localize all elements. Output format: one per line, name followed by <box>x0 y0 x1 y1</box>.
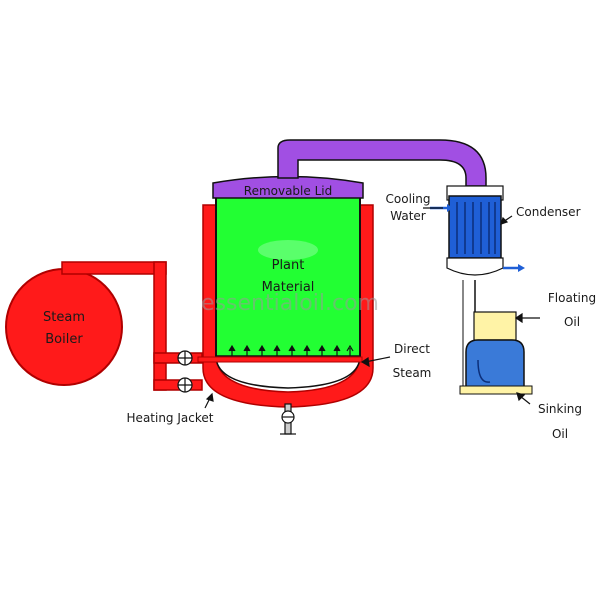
condenser-pointer <box>500 215 513 225</box>
drain-valve-icon <box>280 403 296 435</box>
condenser-label: Condenser <box>516 205 581 219</box>
plant-material-label-2: Material <box>262 280 315 295</box>
heating-jacket-label: Heating Jacket <box>127 411 214 425</box>
steam-arrows <box>228 344 354 357</box>
valve-icon <box>177 350 193 366</box>
heating-jacket-pointer <box>204 392 214 409</box>
removable-lid-label: Removable Lid <box>244 184 332 198</box>
cooling-water-label-1: Cooling <box>386 192 431 206</box>
removable-lid: Removable Lid <box>212 175 364 199</box>
plant-material-label-1: Plant <box>272 258 305 273</box>
sinking-oil-pointer <box>516 392 531 405</box>
watermark: essentialoil.com <box>201 291 379 316</box>
floating-oil-label-1: Floating <box>548 291 596 305</box>
oil-separator <box>459 311 533 395</box>
valve-icon <box>177 377 193 393</box>
direct-steam-label-2: Steam <box>393 366 432 380</box>
condenser <box>446 185 504 276</box>
steam-boiler-label-1: Steam <box>43 310 85 325</box>
sinking-oil-layer <box>459 385 533 395</box>
direct-steam-pointer <box>360 356 391 368</box>
floating-oil-layer <box>473 311 517 341</box>
floating-oil-pointer <box>514 312 540 324</box>
sinking-oil-label-2: Oil <box>552 427 568 441</box>
heating-jacket-shell <box>202 204 374 408</box>
cooling-water-out-arrow <box>503 264 525 272</box>
vapour-pipe <box>277 139 487 187</box>
plant-material-fill <box>215 196 361 358</box>
floating-oil-label-2: Oil <box>564 315 580 329</box>
distillation-vessel: Plant Material <box>215 196 361 389</box>
steam-boiler-label-2: Boiler <box>45 332 83 347</box>
sinking-oil-label-1: Sinking <box>538 402 582 416</box>
cooling-water-label-2: Water <box>390 209 426 223</box>
direct-steam-pipe <box>197 356 363 363</box>
direct-steam-label-1: Direct <box>394 342 430 356</box>
steam-boiler: Steam Boiler <box>5 268 123 386</box>
